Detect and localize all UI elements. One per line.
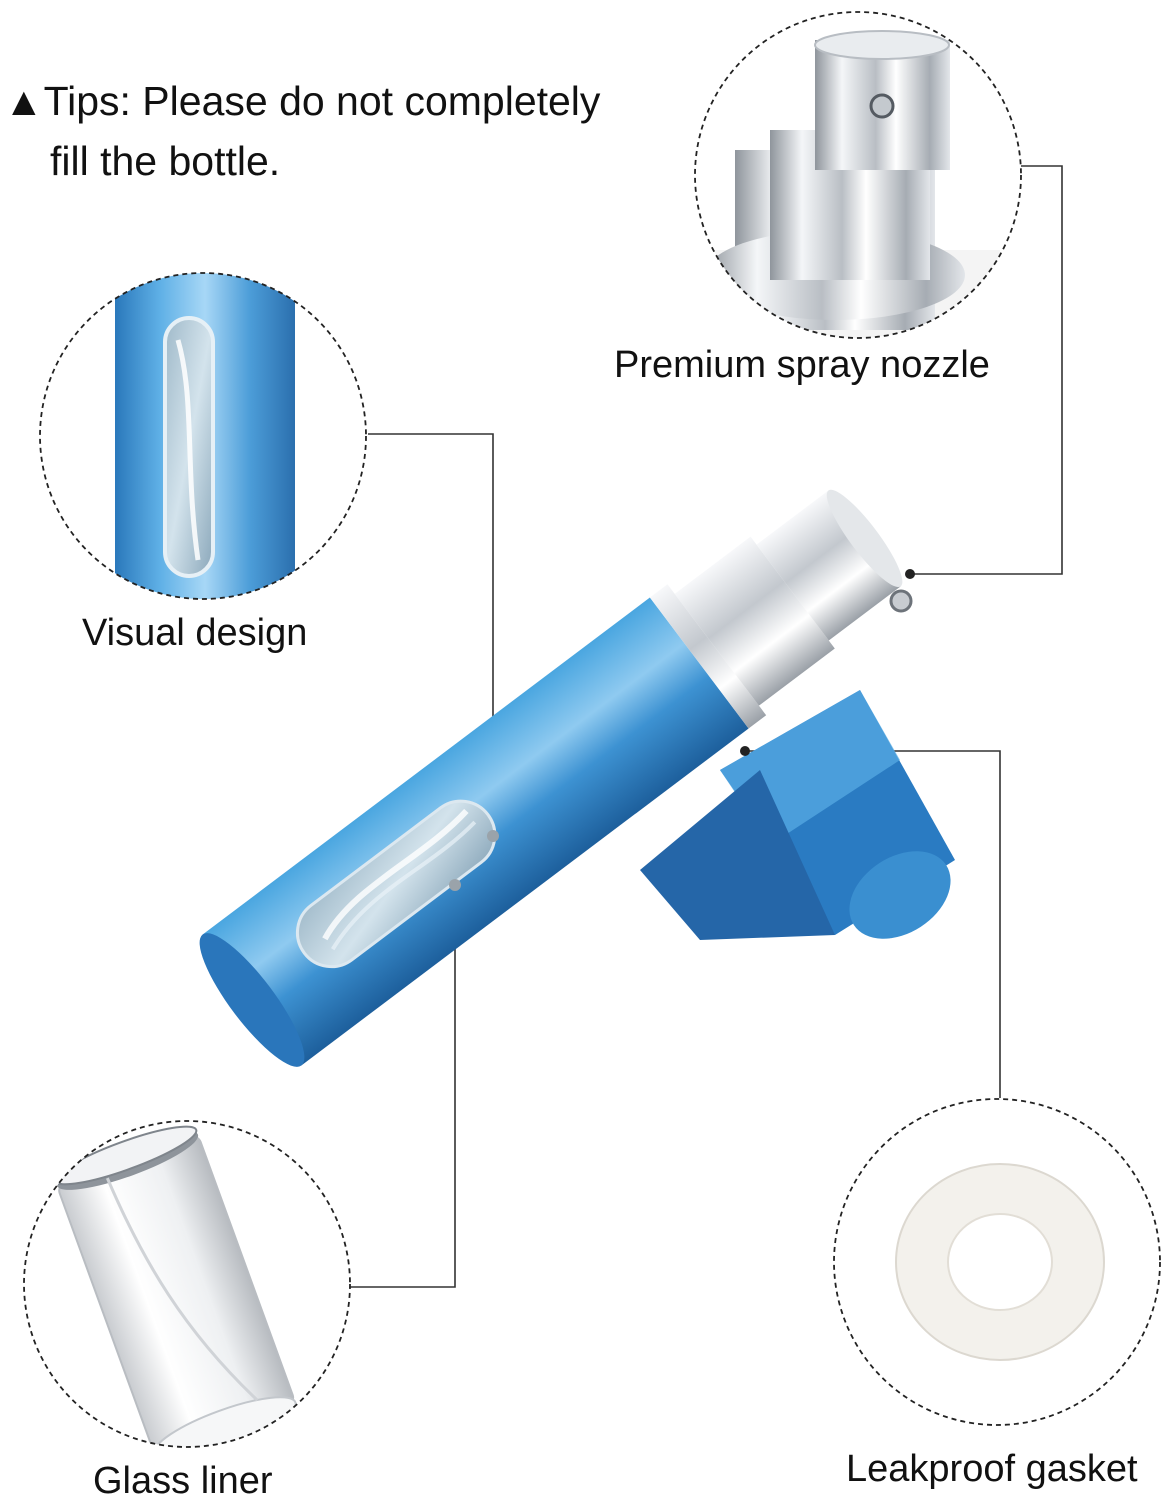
gasket-callout bbox=[833, 1098, 1161, 1426]
glass-callout bbox=[23, 1120, 351, 1448]
nozzle-callout bbox=[694, 11, 1022, 339]
visual-callout bbox=[39, 272, 367, 600]
tips-note: ▲Tips: Please do not completely fill the… bbox=[4, 72, 600, 191]
label-spray-nozzle: Premium spray nozzle bbox=[614, 344, 990, 386]
leader-line-glass bbox=[350, 885, 456, 1288]
label-glass-liner: Glass liner bbox=[93, 1460, 273, 1502]
perfume-bottle bbox=[199, 489, 955, 1067]
tips-line-2: fill the bottle. bbox=[50, 138, 281, 184]
tips-line-1: Tips: Please do not completely bbox=[43, 78, 601, 124]
label-visual-design: Visual design bbox=[82, 612, 308, 654]
label-leakproof-gasket: Leakproof gasket bbox=[846, 1448, 1138, 1490]
warning-triangle-icon: ▲ bbox=[4, 80, 44, 124]
bottle-cap-tube bbox=[640, 690, 955, 940]
leader-line-nozzle bbox=[910, 165, 1063, 575]
leader-line-visual bbox=[368, 433, 494, 836]
